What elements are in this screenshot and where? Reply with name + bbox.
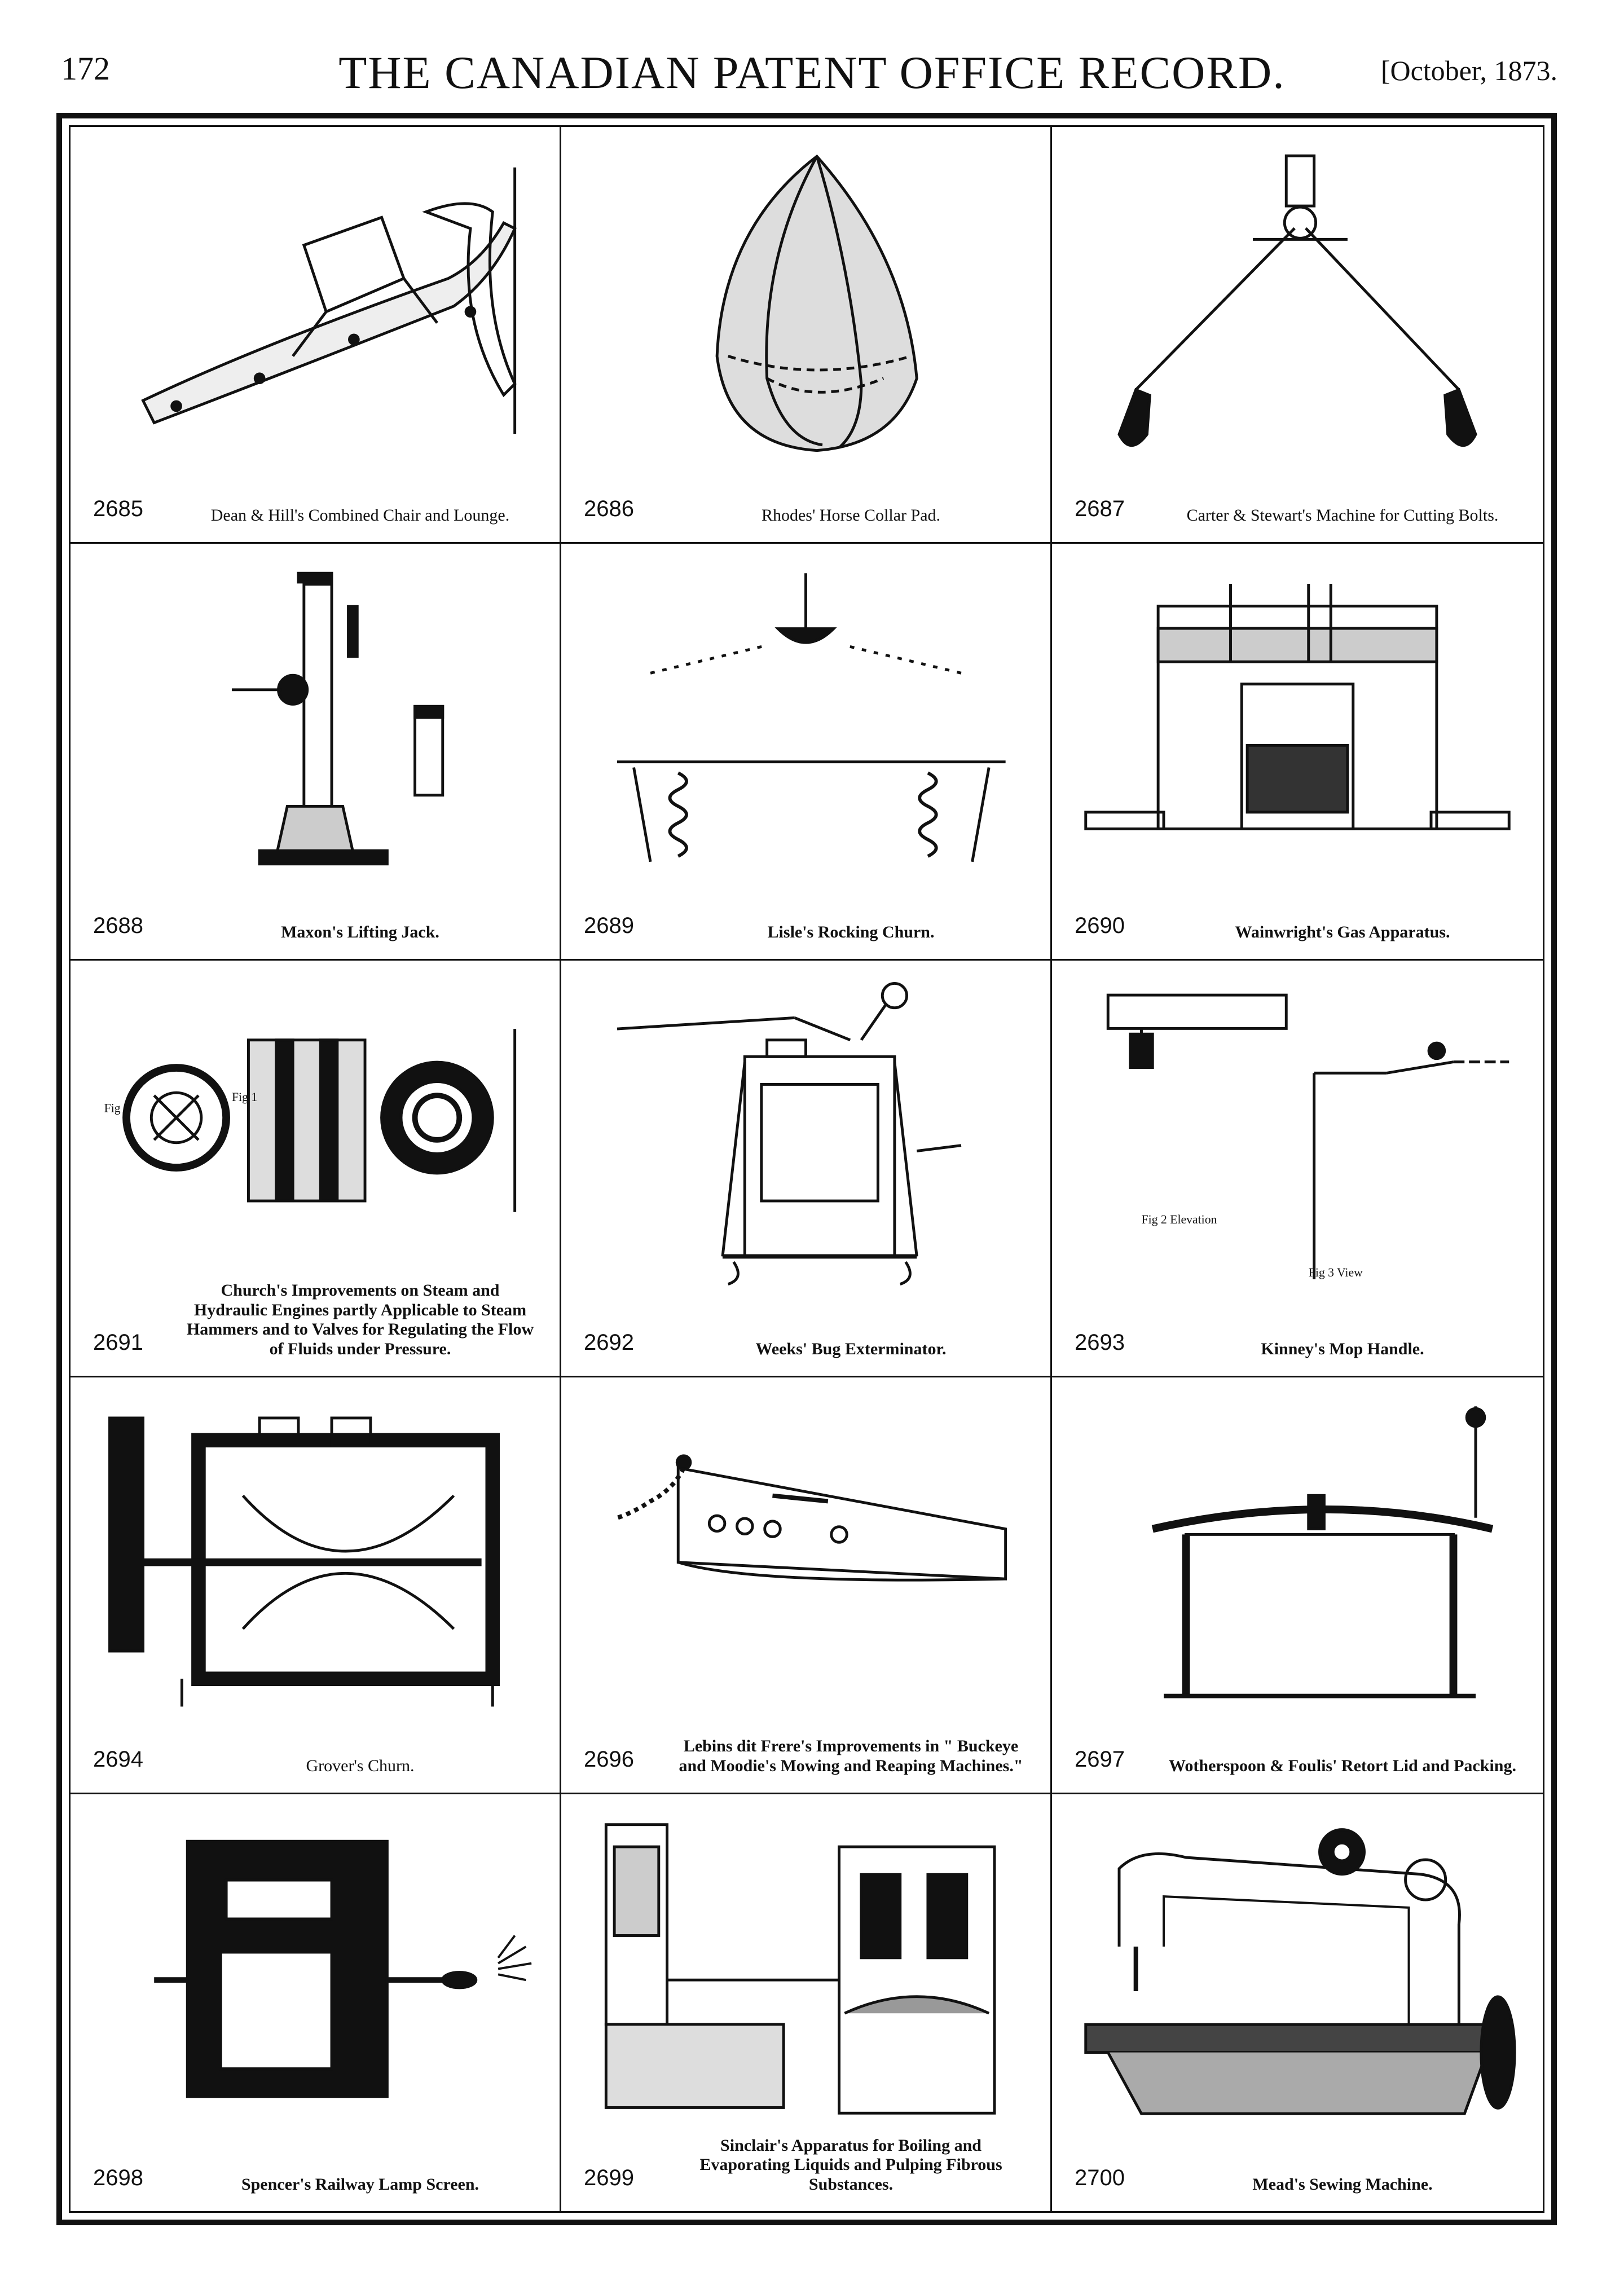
figure-cell-2700: 2700 Mead's Sewing Machine. bbox=[1052, 1794, 1543, 2211]
figure-number: 2686 bbox=[584, 496, 634, 521]
figure-cell-2693: Fig 2 Elevation Fig 3 View 2693 Kinney's… bbox=[1052, 961, 1543, 1377]
figure-caption: Carter & Stewart's Machine for Cutting B… bbox=[1186, 505, 1499, 525]
figure-cell-2686: 2686 Rhodes' Horse Collar Pad. bbox=[561, 127, 1052, 544]
figure-cell-2697: 2697 Wotherspoon & Foulis' Retort Lid an… bbox=[1052, 1377, 1543, 1794]
illustration-sewing-machine bbox=[1075, 1811, 1520, 2127]
figure-cell-2687: 2687 Carter & Stewart's Machine for Cutt… bbox=[1052, 127, 1543, 544]
figure-caption: Spencer's Railway Lamp Screen. bbox=[241, 2174, 479, 2194]
figure-number: 2697 bbox=[1075, 1747, 1125, 1772]
figure-number: 2699 bbox=[584, 2165, 634, 2190]
illustration-chair-lounge bbox=[93, 144, 537, 457]
figure-caption: Kinney's Mop Handle. bbox=[1261, 1339, 1424, 1358]
figure-number: 2687 bbox=[1075, 496, 1125, 521]
figure-number: 2690 bbox=[1075, 913, 1125, 938]
illustration-steam-hydraulic-valves: Fig 3 Fig 1 bbox=[93, 978, 537, 1291]
figure-cell-2690: 2690 Wainwright's Gas Apparatus. bbox=[1052, 544, 1543, 961]
figure-caption: Sinclair's Apparatus for Boiling and Eva… bbox=[699, 2136, 1002, 2194]
illustration-railway-lamp-screen bbox=[93, 1811, 537, 2127]
figure-cell-2694: 2694 Grover's Churn. bbox=[71, 1377, 561, 1794]
figure-cell-2688: 2688 Maxon's Lifting Jack. bbox=[71, 544, 561, 961]
figure-number: 2694 bbox=[93, 1747, 143, 1772]
page-header: 172 THE CANADIAN PATENT OFFICE RECORD. [… bbox=[0, 47, 1624, 100]
figure-number: 2696 bbox=[584, 1747, 634, 1772]
figure-number: 2693 bbox=[1075, 1330, 1125, 1355]
figure-number: 2698 bbox=[93, 2165, 143, 2190]
figure-caption: Lisle's Rocking Churn. bbox=[767, 922, 935, 941]
fig-label: Fig 3 bbox=[104, 1102, 130, 1115]
publication-title: THE CANADIAN PATENT OFFICE RECORD. bbox=[338, 47, 1286, 98]
illustration-lifting-jack bbox=[93, 561, 537, 874]
figure-caption: Weeks' Bug Exterminator. bbox=[755, 1339, 947, 1358]
figure-caption: Wotherspoon & Foulis' Retort Lid and Pac… bbox=[1169, 1756, 1516, 1775]
illustration-bolt-cutter bbox=[1075, 144, 1520, 457]
figure-cell-2698: 2698 Spencer's Railway Lamp Screen. bbox=[71, 1794, 561, 2211]
figure-grid: 2685 Dean & Hill's Combined Chair and Lo… bbox=[69, 125, 1544, 2213]
figure-caption: Wainwright's Gas Apparatus. bbox=[1235, 922, 1450, 941]
figure-caption: Church's Improvements on Steam and Hydra… bbox=[186, 1281, 534, 1358]
figure-caption: Dean & Hill's Combined Chair and Lounge. bbox=[210, 505, 510, 525]
fig-label: Fig 1 bbox=[232, 1090, 257, 1104]
figure-cell-2699: 2699 Sinclair's Apparatus for Boiling an… bbox=[561, 1794, 1052, 2211]
figure-caption: Grover's Churn. bbox=[306, 1756, 415, 1775]
figure-number: 2692 bbox=[584, 1330, 634, 1355]
figure-cell-2691: Fig 3 Fig 1 2691 Church's Improvements o… bbox=[71, 961, 561, 1377]
illustration-bug-exterminator bbox=[584, 978, 1028, 1291]
illustration-horse-collar-pad bbox=[584, 144, 1028, 457]
illustration-gas-apparatus bbox=[1075, 561, 1520, 874]
figure-plate-frame: 2685 Dean & Hill's Combined Chair and Lo… bbox=[56, 113, 1557, 2225]
illustration-mowing-reaping-machine bbox=[584, 1394, 1028, 1708]
issue-date: [October, 1873. bbox=[1380, 55, 1557, 86]
figure-number: 2685 bbox=[93, 496, 143, 521]
figure-number: 2691 bbox=[93, 1330, 143, 1355]
figure-caption: Lebins dit Frere's Improvements in " Buc… bbox=[679, 1737, 1023, 1775]
figure-cell-2685: 2685 Dean & Hill's Combined Chair and Lo… bbox=[71, 127, 561, 544]
figure-cell-2692: 2692 Weeks' Bug Exterminator. bbox=[561, 961, 1052, 1377]
figure-caption: Mead's Sewing Machine. bbox=[1252, 2174, 1433, 2194]
figure-caption: Rhodes' Horse Collar Pad. bbox=[761, 505, 941, 525]
illustration-rocking-churn bbox=[584, 561, 1028, 874]
figure-number: 2688 bbox=[93, 913, 143, 938]
figure-number: 2689 bbox=[584, 913, 634, 938]
figure-cell-2689: 2689 Lisle's Rocking Churn. bbox=[561, 544, 1052, 961]
figure-cell-2696: 2696 Lebins dit Frere's Improvements in … bbox=[561, 1377, 1052, 1794]
fig-label: Fig 3 View bbox=[1309, 1266, 1363, 1279]
fig-label: Fig 2 Elevation bbox=[1142, 1213, 1217, 1226]
illustration-mop-handle: Fig 2 Elevation Fig 3 View bbox=[1075, 978, 1520, 1291]
illustration-churn-grover bbox=[93, 1394, 537, 1708]
figure-caption: Maxon's Lifting Jack. bbox=[281, 922, 439, 941]
page-number: 172 bbox=[61, 50, 110, 87]
illustration-boiling-evaporating-apparatus bbox=[584, 1811, 1028, 2127]
illustration-retort-lid bbox=[1075, 1394, 1520, 1708]
figure-number: 2700 bbox=[1075, 2165, 1125, 2190]
